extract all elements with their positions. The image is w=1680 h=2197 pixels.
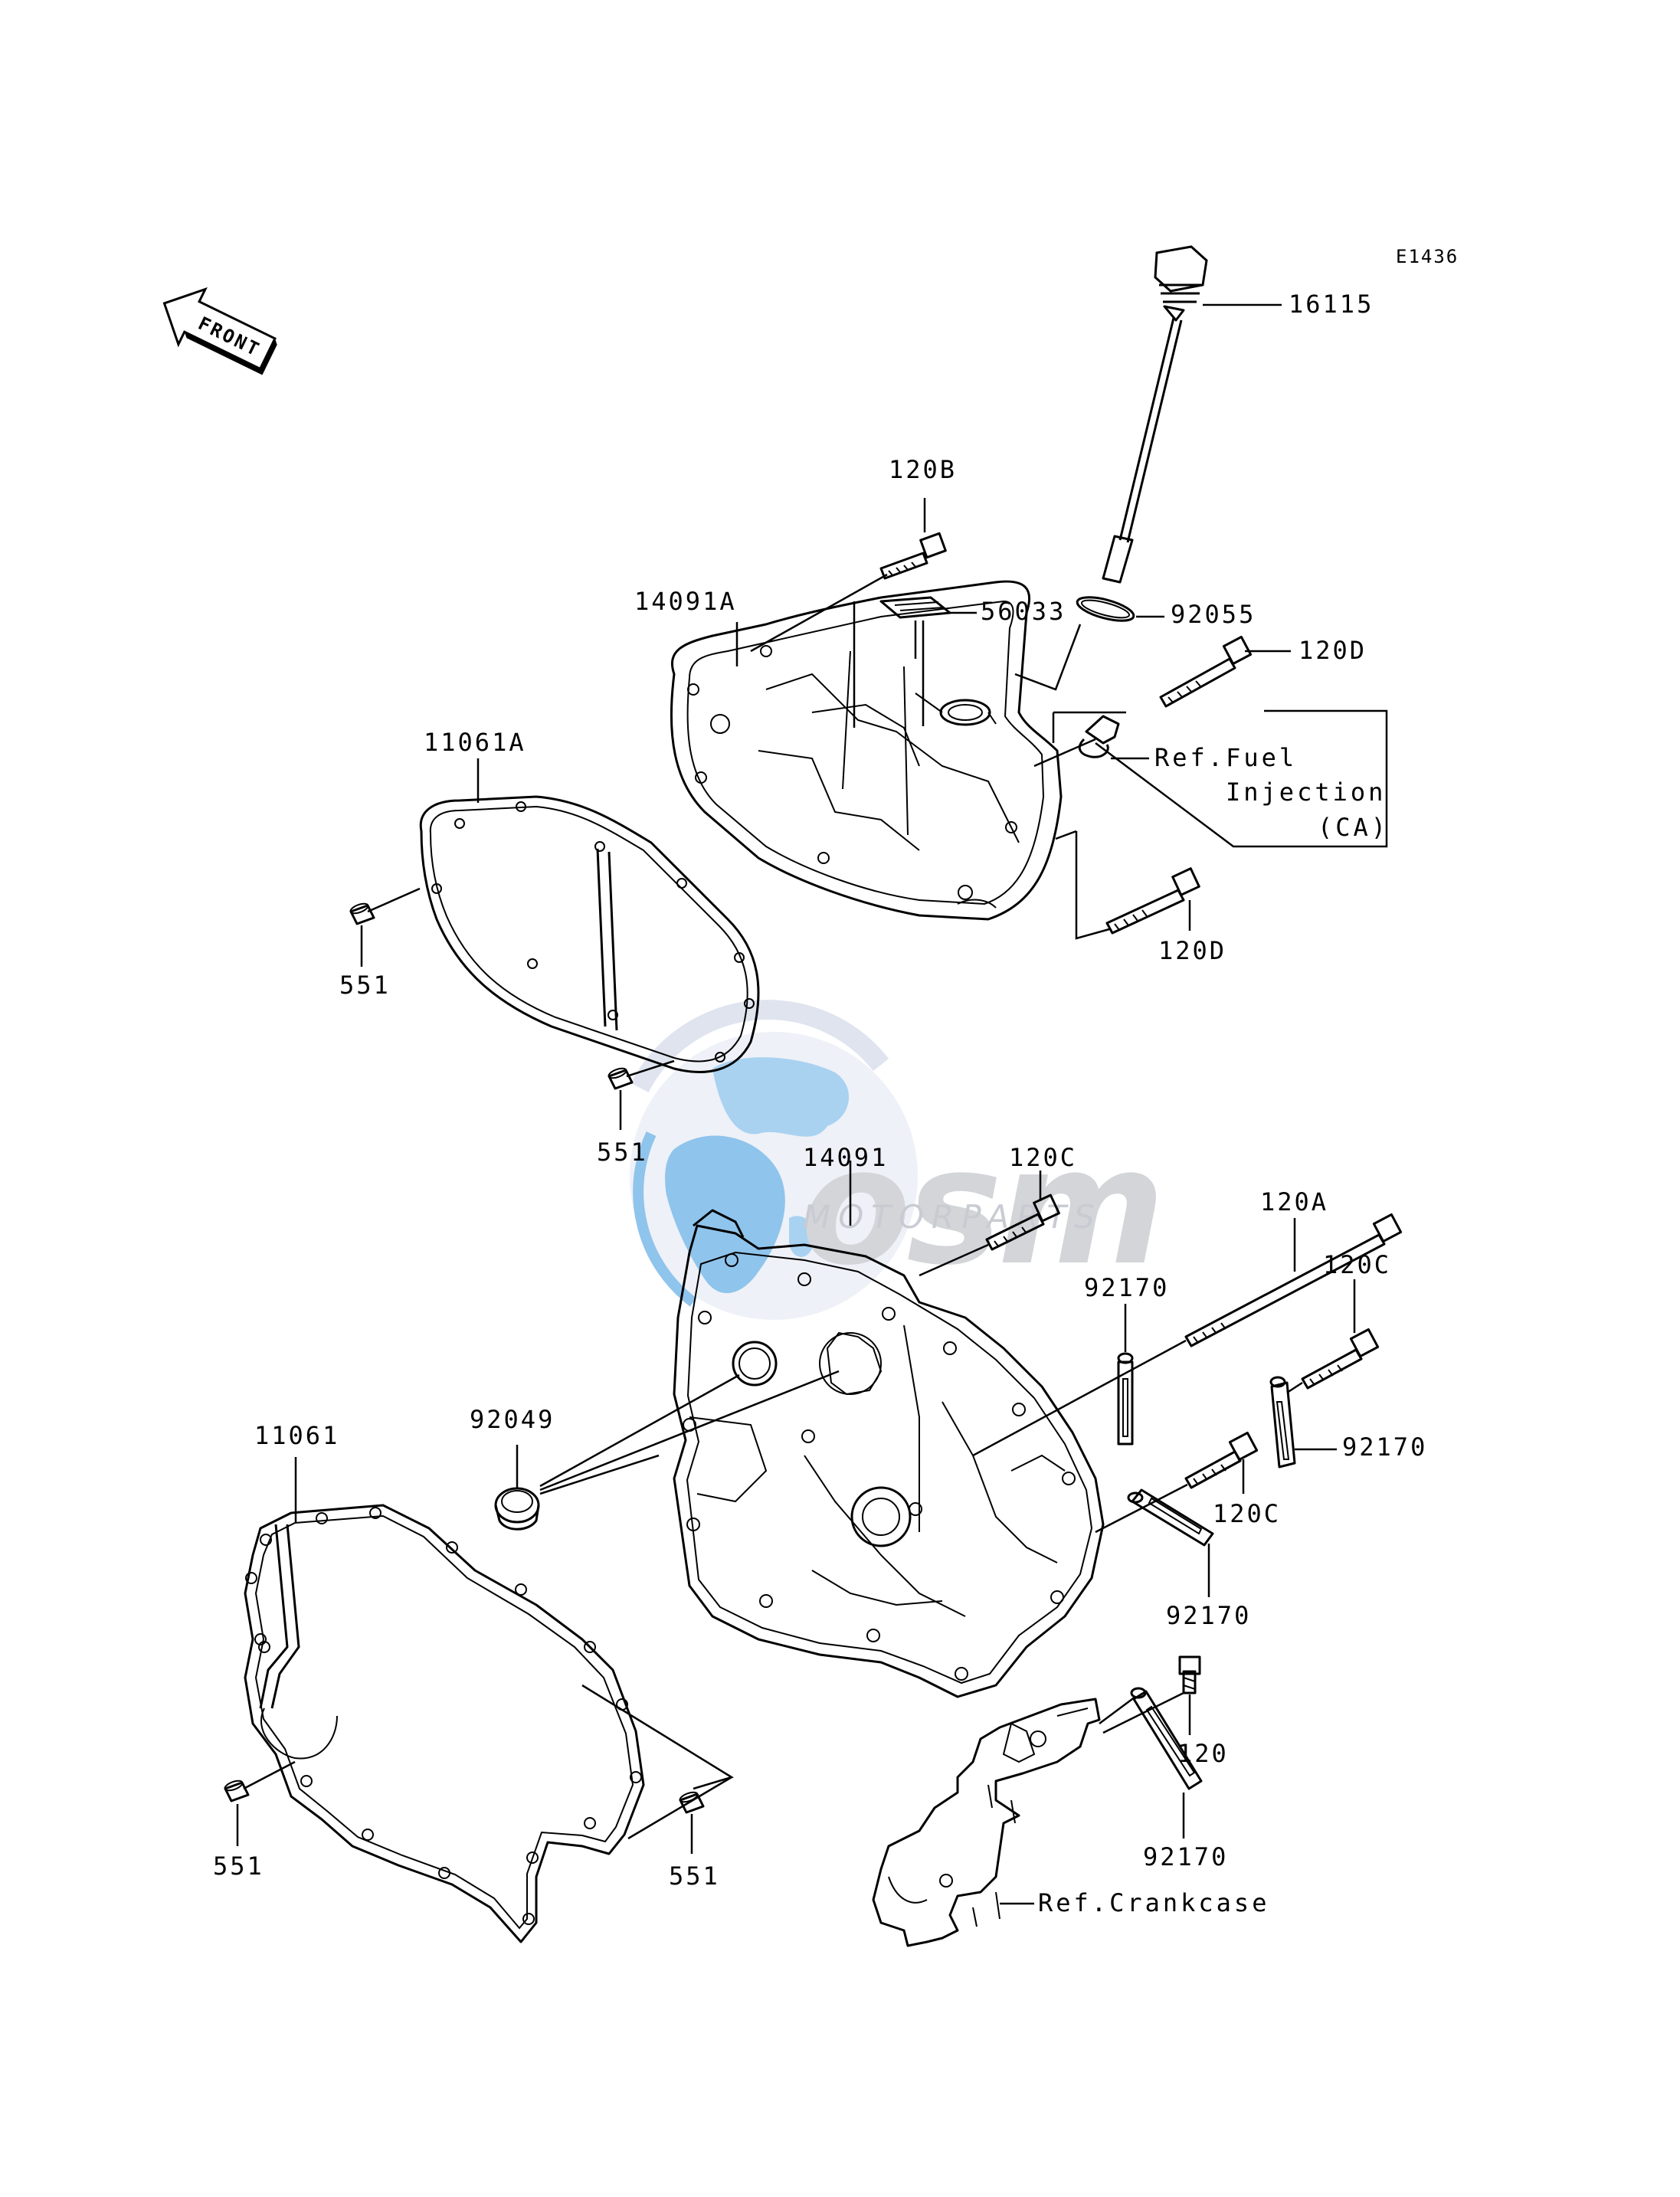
label-551-a: 551 bbox=[339, 971, 391, 1000]
dowel-pin-551-b bbox=[607, 1059, 675, 1130]
label-120a: 120A bbox=[1260, 1187, 1328, 1216]
watermark: osm MOTORPARTS bbox=[630, 1000, 1165, 1320]
label-92170-b: 92170 bbox=[1342, 1432, 1427, 1462]
label-551-b: 551 bbox=[597, 1138, 648, 1167]
label-120b: 120B bbox=[889, 455, 957, 484]
diagram-code: E1436 bbox=[1396, 246, 1459, 267]
front-arrow-icon: FRONT bbox=[162, 286, 277, 375]
dowel-pin-551-d bbox=[581, 1684, 735, 1854]
label-92049: 92049 bbox=[470, 1405, 555, 1434]
bolt-120d-upper bbox=[1159, 635, 1291, 708]
fuel-injection-clamp bbox=[1033, 709, 1388, 848]
bracket-92170-b bbox=[1269, 1376, 1337, 1468]
watermark-globe-icon bbox=[630, 1000, 918, 1320]
label-120d-lower: 120D bbox=[1158, 936, 1226, 965]
label-92055: 92055 bbox=[1171, 600, 1256, 629]
inner-cover-14091 bbox=[673, 1161, 1105, 1698]
ref-fuel-injection-line1: Ref.Fuel bbox=[1154, 743, 1297, 772]
dowel-pin-551-a bbox=[349, 887, 421, 967]
label-92170-d: 92170 bbox=[1143, 1842, 1228, 1871]
oil-seal-92049 bbox=[494, 1370, 840, 1531]
dowel-pin-551-c bbox=[224, 1760, 296, 1846]
outer-cover-14091a bbox=[670, 573, 1063, 921]
label-11061a: 11061A bbox=[424, 728, 526, 757]
label-14091: 14091 bbox=[803, 1143, 888, 1172]
bolt-120c-top bbox=[919, 1171, 1060, 1277]
bracket-92170-a bbox=[1117, 1304, 1134, 1446]
label-120c-right: 120C bbox=[1323, 1250, 1391, 1279]
dipstick-16115 bbox=[1102, 245, 1282, 584]
bracket-92170-d bbox=[1099, 1687, 1203, 1838]
label-56033: 56033 bbox=[981, 597, 1066, 626]
label-551-d: 551 bbox=[669, 1861, 720, 1891]
bracket-92170-c bbox=[1127, 1488, 1214, 1597]
label-92170-a: 92170 bbox=[1084, 1273, 1169, 1302]
label-16115: 16115 bbox=[1289, 290, 1374, 319]
ref-crankcase: Ref.Crankcase bbox=[1038, 1888, 1269, 1917]
label-92170-c: 92170 bbox=[1166, 1601, 1251, 1630]
bolt-120b bbox=[879, 498, 947, 580]
watermark-logo: osm bbox=[801, 1113, 1161, 1301]
label-14091a: 14091A bbox=[634, 587, 737, 616]
watermark-tagline: MOTORPARTS bbox=[803, 1198, 1102, 1236]
label-plate-56033 bbox=[879, 596, 977, 659]
gasket-11061 bbox=[244, 1457, 645, 1943]
label-551-c: 551 bbox=[213, 1852, 264, 1881]
label-120c-mid: 120C bbox=[1213, 1499, 1281, 1528]
label-11061: 11061 bbox=[254, 1421, 339, 1450]
bolt-120a bbox=[972, 1213, 1403, 1457]
crankcase-ref-outline bbox=[872, 1698, 1101, 1947]
label-120d-upper: 120D bbox=[1298, 636, 1367, 665]
bolt-120c-right bbox=[1286, 1279, 1380, 1394]
gasket-11061a bbox=[419, 758, 760, 1073]
ref-fuel-injection-line2: Injection bbox=[1226, 778, 1386, 807]
ref-fuel-injection-line3: (CA) bbox=[1318, 813, 1389, 842]
o-ring-92055 bbox=[1014, 596, 1164, 691]
bolt-120d-lower bbox=[1055, 830, 1200, 940]
label-120: 120 bbox=[1177, 1739, 1229, 1768]
label-120c-top: 120C bbox=[1009, 1143, 1077, 1172]
bolt-120 bbox=[1102, 1655, 1201, 1735]
